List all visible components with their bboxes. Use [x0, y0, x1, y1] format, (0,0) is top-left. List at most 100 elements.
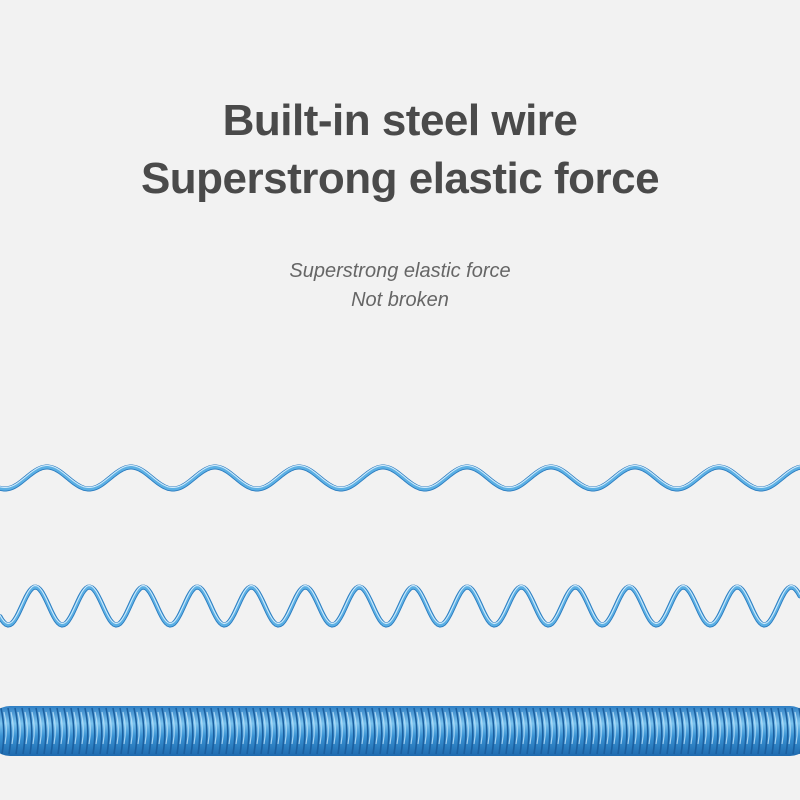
coil-ring-highlight [647, 711, 651, 745]
coil-ring [294, 707, 299, 755]
coil-ring [595, 707, 600, 755]
coil-ring-highlight [339, 711, 343, 745]
coil-ring-highlight [283, 711, 287, 745]
loose-wire [0, 464, 800, 492]
coil-ring [98, 707, 103, 755]
coil-ring-highlight [766, 711, 770, 745]
coil-ring-highlight [780, 711, 784, 745]
coil-ring-highlight [45, 711, 49, 745]
coil-ring-highlight [129, 711, 133, 745]
coil-ring [70, 707, 75, 755]
coil-ring [623, 707, 628, 755]
coil-ring-highlight [332, 711, 336, 745]
coil-ring [504, 707, 509, 755]
coil-ring [665, 707, 670, 755]
coil-ring-highlight [115, 711, 119, 745]
coil-ring [161, 707, 166, 755]
coil-ring [231, 707, 236, 755]
coil-ring [630, 707, 635, 755]
coil-ring [224, 707, 229, 755]
coil-ring [742, 707, 747, 755]
coil-ring [539, 707, 544, 755]
coil-ring-highlight [682, 711, 686, 745]
coil-ring-highlight [584, 711, 588, 745]
coil-ring-highlight [549, 711, 553, 745]
coil-ring [784, 707, 789, 755]
coil-ring-highlight [703, 711, 707, 745]
coil-ring [287, 707, 292, 755]
coil-ring [483, 707, 488, 755]
coil-ring-highlight [556, 711, 560, 745]
coil-ring-highlight [458, 711, 462, 745]
tight-coil [0, 706, 800, 756]
coil-ring-highlight [752, 711, 756, 745]
coil-ring [707, 707, 712, 755]
coil-ring-highlight [171, 711, 175, 745]
coil-ring [756, 707, 761, 755]
coil-ring-highlight [493, 711, 497, 745]
coil-ring-highlight [612, 711, 616, 745]
coil-ring [735, 707, 740, 755]
coil-ring-highlight [514, 711, 518, 745]
coil-ring-highlight [416, 711, 420, 745]
coil-ring [245, 707, 250, 755]
coil-ring-highlight [269, 711, 273, 745]
coil-ring [126, 707, 131, 755]
coil-ring-highlight [59, 711, 63, 745]
coil-ring-highlight [472, 711, 476, 745]
coil-ring [574, 707, 579, 755]
coil-ring [651, 707, 656, 755]
coil-ring [112, 707, 117, 755]
coil-ring [469, 707, 474, 755]
coil-ring-highlight [178, 711, 182, 745]
coil-ring-highlight [402, 711, 406, 745]
coil-ring-highlight [591, 711, 595, 745]
coil-ring [140, 707, 145, 755]
coil-ring-highlight [199, 711, 203, 745]
headline: Built-in steel wire Superstrong elastic … [0, 92, 800, 208]
coil-ring-highlight [640, 711, 644, 745]
coil-ring [322, 707, 327, 755]
coil-ring [581, 707, 586, 755]
coil-ring-highlight [388, 711, 392, 745]
coil-ring-highlight [66, 711, 70, 745]
coil-ring-highlight [717, 711, 721, 745]
coil-ring [315, 707, 320, 755]
coil-ring-highlight [626, 711, 630, 745]
coil-ring [329, 707, 334, 755]
coil-ring-highlight [689, 711, 693, 745]
coil-ring [413, 707, 418, 755]
coil-ring-highlight [290, 711, 294, 745]
coil-ring-highlight [787, 711, 791, 745]
coil-ring-highlight [297, 711, 301, 745]
coil-ring-highlight [157, 711, 161, 745]
coil-ring [462, 707, 467, 755]
coil-ring-highlight [710, 711, 714, 745]
coil-ring [728, 707, 733, 755]
coil-ring [721, 707, 726, 755]
coil-ring-highlight [73, 711, 77, 745]
coil-ring [525, 707, 530, 755]
coil-ring [14, 707, 19, 755]
coil-ring-highlight [101, 711, 105, 745]
coil-ring-highlight [136, 711, 140, 745]
coil-ring [770, 707, 775, 755]
coil-ring-highlight [773, 711, 777, 745]
coil-ring [532, 707, 537, 755]
coil-ring-highlight [598, 711, 602, 745]
coil-ring-highlight [80, 711, 84, 745]
coil-ring [567, 707, 572, 755]
coil-ring [336, 707, 341, 755]
coil-ring [168, 707, 173, 755]
coil-ring-highlight [31, 711, 35, 745]
coil-ring [28, 707, 33, 755]
coil-ring [56, 707, 61, 755]
coil-ring [420, 707, 425, 755]
subline: Superstrong elastic force Not broken [0, 257, 800, 315]
coil-ring-highlight [654, 711, 658, 745]
coil-ring [679, 707, 684, 755]
coil-ring [406, 707, 411, 755]
coil-ring [357, 707, 362, 755]
coil-ring [154, 707, 159, 755]
coil-ring [259, 707, 264, 755]
